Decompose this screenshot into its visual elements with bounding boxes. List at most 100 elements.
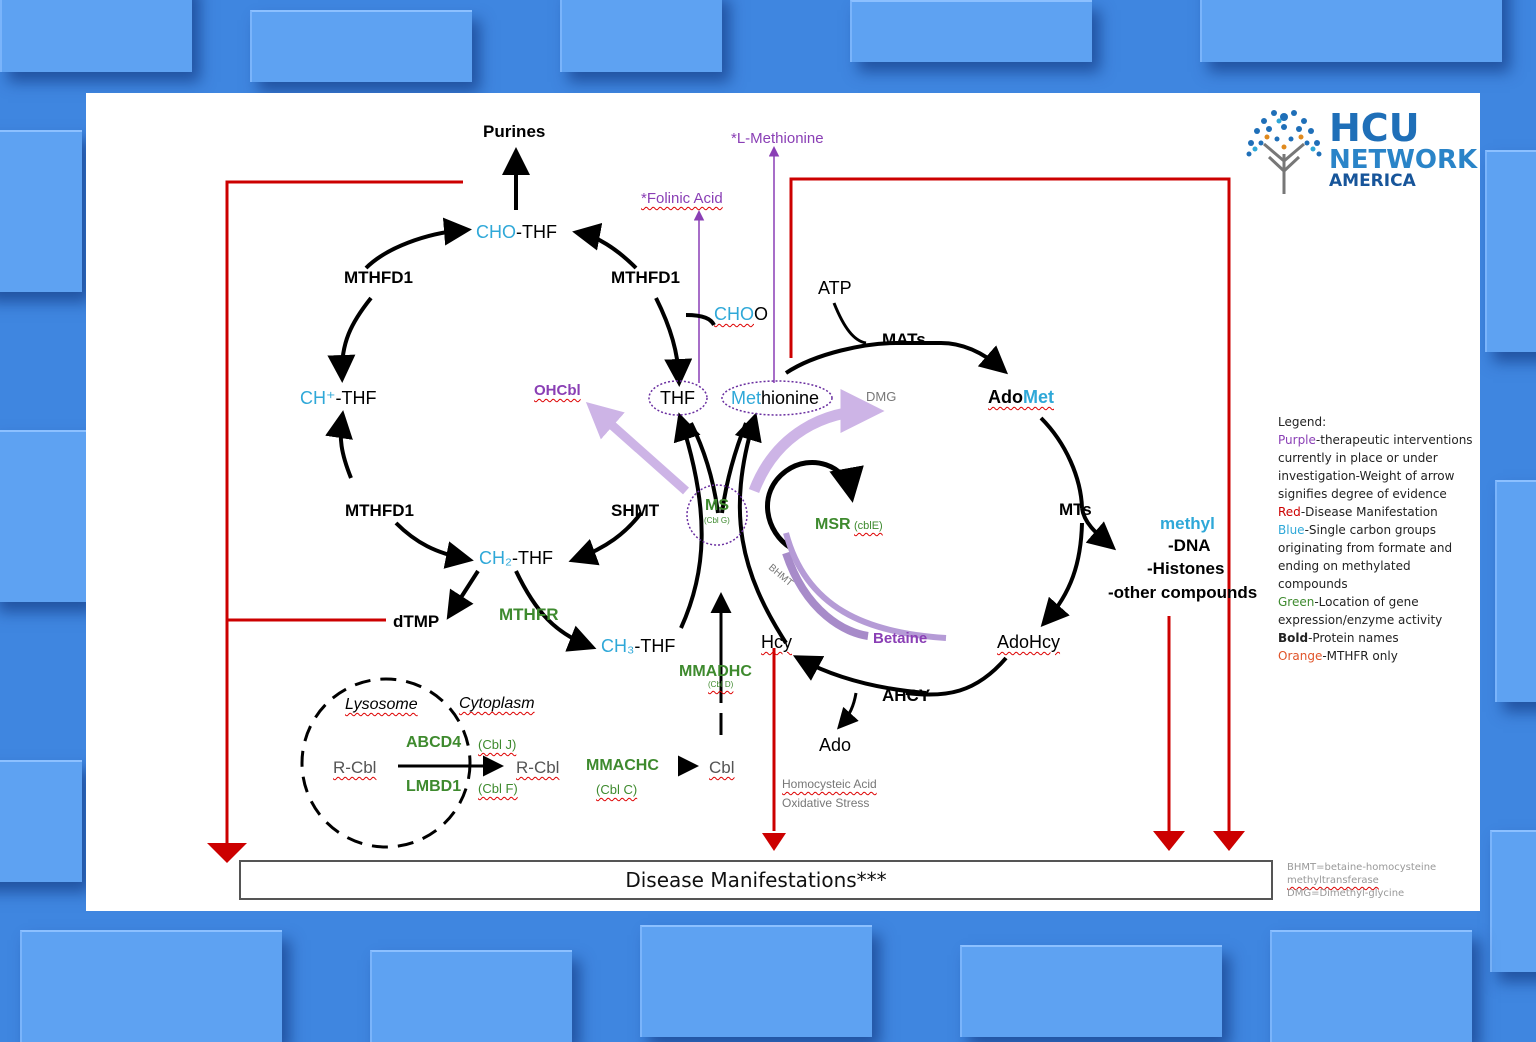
cho-prefix: CHO	[476, 222, 516, 242]
legend-purple-text: -therapeutic interventions currently in …	[1278, 433, 1473, 501]
dashed-ellipses	[648, 380, 833, 546]
abcd4-sub-label: (Cbl J)	[478, 737, 517, 752]
mats-label: MATs	[882, 330, 926, 349]
mthfd1-bottom-left-label: MTHFD1	[345, 501, 414, 520]
adomet-prefix: Ado	[988, 387, 1023, 407]
disease-manifestations-box: Disease Manifestations***	[239, 860, 1273, 900]
tree-icon	[1246, 110, 1322, 194]
legend-red-key: Red	[1278, 505, 1301, 519]
legend-purple: Purple-therapeutic interventions current…	[1278, 431, 1483, 503]
ch3-prefix: CH₃	[601, 636, 635, 656]
background-tile	[20, 930, 282, 1042]
background-tile	[0, 130, 82, 292]
legend-green: Green-Location of gene expression/enzyme…	[1278, 593, 1483, 629]
r-cbl-right-label: R-Cbl	[516, 758, 560, 777]
methionine-suffix: hionine	[761, 388, 820, 408]
mthfd1-top-left-label: MTHFD1	[344, 268, 413, 287]
cytoplasm-label: Cytoplasm	[459, 695, 535, 712]
msr-loop	[765, 460, 864, 551]
red-disease-lines	[225, 177, 1231, 846]
shmt-label: SHMT	[611, 501, 660, 520]
background-tile	[0, 0, 192, 72]
lmbd1-label: LMBD1	[406, 778, 462, 795]
legend-purple-key: Purple	[1278, 433, 1316, 447]
legend-green-text: -Location of gene expression/enzyme acti…	[1278, 595, 1443, 627]
cbl-label: Cbl	[709, 758, 735, 777]
methyl-label: methyl	[1160, 514, 1215, 533]
diagram-slide: HCU NETWORK AMERICA Purines *L-Methionin…	[86, 93, 1480, 911]
abcd4-label: ABCD4	[406, 734, 462, 751]
lysosome-arrows	[300, 677, 699, 849]
ch-thf-label: CH⁺-THF	[300, 389, 376, 407]
logo-line-2: NETWORK	[1329, 145, 1478, 175]
legend-red: Red-Disease Manifestation	[1278, 503, 1483, 521]
background-tile	[1490, 830, 1536, 972]
ms-cross-arrows	[673, 412, 788, 735]
mmachc-sub-label: (Cbl C)	[596, 782, 638, 797]
ms-label: MS	[705, 497, 729, 514]
mthfr-label: MTHFR	[499, 605, 559, 624]
background-tile	[960, 945, 1222, 1037]
dmg-label: DMG	[866, 389, 897, 404]
homocysteic-acid-label: Homocysteic Acid	[782, 777, 877, 791]
background-tile	[560, 0, 722, 72]
legend-title: Legend:	[1278, 415, 1327, 429]
ch3-thf-label: CH₃-THF	[601, 637, 675, 655]
ado-label: Ado	[819, 735, 852, 755]
histones-label: -Histones	[1147, 559, 1225, 578]
logo-line-1: HCU	[1329, 106, 1420, 150]
footnote-line-1: BHMT=betaine-homocysteine	[1287, 862, 1437, 873]
background-tile	[1495, 480, 1536, 702]
folate-cycle-arrows	[325, 147, 716, 652]
background-tile	[640, 925, 872, 1037]
betaine-label: Betaine	[873, 630, 928, 647]
background-tile	[250, 10, 472, 82]
adomet-label: AdoMet	[988, 388, 1054, 406]
adomet-suffix: Met	[1023, 387, 1054, 407]
ahcy-label: AHCY	[882, 686, 931, 705]
legend-blue-key: Blue	[1278, 523, 1305, 537]
pathway-diagram	[207, 146, 1245, 863]
background-tile	[0, 760, 82, 882]
r-cbl-left-label: R-Cbl	[333, 758, 377, 777]
purple-therapy-arrows	[693, 146, 780, 383]
choo-prefix: CHO	[714, 304, 754, 324]
legend-orange: Orange-MTHFR only	[1278, 647, 1483, 665]
legend-green-key: Green	[1278, 595, 1315, 609]
ch-suffix: -THF	[335, 388, 377, 408]
legend-red-text: -Disease Manifestation	[1300, 505, 1438, 519]
cho-thf-label: CHO-THF	[476, 223, 557, 241]
footnote: BHMT=betaine-homocysteine methyltransfer…	[1287, 861, 1436, 900]
lmbd1-sub-label: (Cbl F)	[478, 781, 518, 796]
oxidative-stress-label: Oxidative Stress	[782, 796, 870, 810]
other-compounds-label: -other compounds	[1108, 583, 1258, 602]
methionine-label: Methionine	[731, 389, 819, 407]
mmachc-label: MMACHC	[586, 757, 659, 774]
ms-sub-label: (Cbl G)	[704, 516, 730, 525]
logo-line-3: AMERICA	[1329, 171, 1416, 191]
choo-suffix: O	[754, 304, 769, 324]
background-tile	[1485, 150, 1536, 352]
legend-orange-text: -MTHFR only	[1322, 649, 1398, 663]
mts-label: MTs	[1059, 500, 1092, 519]
mmadhc-sub-label: (Cbl D)	[708, 680, 734, 689]
mmadhc-label: MMADHC	[679, 663, 752, 680]
hcy-label: Hcy	[761, 632, 792, 652]
purines-label: Purines	[483, 122, 546, 141]
methionine-prefix: Met	[731, 388, 762, 408]
background-tile	[850, 0, 1092, 62]
footnote-line-2: methyltransferase	[1287, 875, 1379, 886]
msr-sub-label: (cblE)	[854, 520, 883, 532]
thf-label: THF	[660, 388, 695, 408]
legend-orange-key: Orange	[1278, 649, 1323, 663]
ohcbl-label: OHCbl	[534, 382, 581, 399]
legend-blue-text: -Single carbon groups originating from f…	[1278, 523, 1453, 591]
legend-bold-key: Bold	[1278, 631, 1309, 645]
ch3-suffix: -THF	[634, 636, 676, 656]
logo-text: HCU NETWORK AMERICA	[1329, 109, 1477, 190]
l-methionine-label: *L-Methionine	[731, 130, 824, 147]
legend-bold-text: -Protein names	[1308, 631, 1399, 645]
background-tile	[370, 950, 572, 1042]
ch2-prefix: CH₂	[479, 548, 512, 568]
mthfd1-top-right-label: MTHFD1	[611, 268, 680, 287]
